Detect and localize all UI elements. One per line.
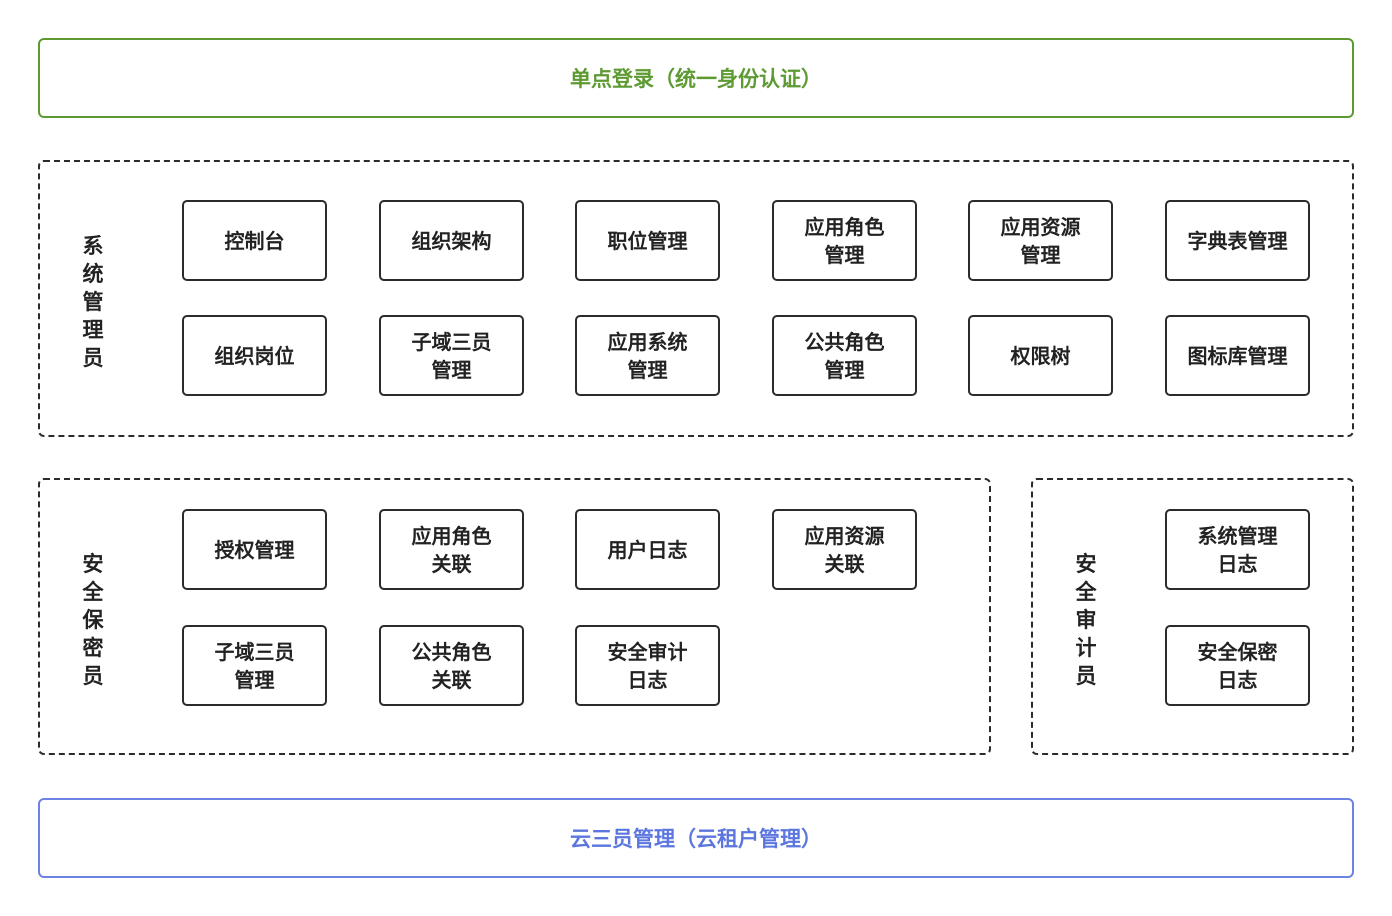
system-admin-role-label: 系 统 管 理 员 xyxy=(82,234,104,370)
node-permission-tree: 权限树 xyxy=(968,315,1113,396)
node-security-secrecy-log: 安全保密 日志 xyxy=(1165,625,1310,706)
node-authorization-mgmt: 授权管理 xyxy=(182,509,327,590)
node-user-log: 用户日志 xyxy=(575,509,720,590)
node-position-mgmt: 职位管理 xyxy=(575,200,720,281)
sso-label: 单点登录（统一身份认证） xyxy=(570,67,822,91)
security-officer-role-label: 安 全 保 密 员 xyxy=(82,552,104,688)
node-public-role-link: 公共角色 关联 xyxy=(379,625,524,706)
cloud-three-admin-label: 云三员管理（云租户管理） xyxy=(570,827,822,851)
node-app-role-link: 应用角色 关联 xyxy=(379,509,524,590)
node-app-system-mgmt: 应用系统 管理 xyxy=(575,315,720,396)
node-app-role-mgmt: 应用角色 管理 xyxy=(772,200,917,281)
node-security-audit-log: 安全审计 日志 xyxy=(575,625,720,706)
node-icon-library-mgmt: 图标库管理 xyxy=(1165,315,1310,396)
node-org-structure: 组织架构 xyxy=(379,200,524,281)
node-app-resource-link: 应用资源 关联 xyxy=(772,509,917,590)
node-org-post: 组织岗位 xyxy=(182,315,327,396)
node-console: 控制台 xyxy=(182,200,327,281)
system-admin-group: 系 统 管 理 员 xyxy=(38,160,1354,437)
security-auditor-group: 安 全 审 计 员 xyxy=(1031,478,1354,755)
node-dictionary-mgmt: 字典表管理 xyxy=(1165,200,1310,281)
sso-bar: 单点登录（统一身份认证） xyxy=(38,38,1354,118)
node-subdomain-three-mgmt-2: 子域三员 管理 xyxy=(182,625,327,706)
node-system-mgmt-log: 系统管理 日志 xyxy=(1165,509,1310,590)
cloud-three-admin-bar: 云三员管理（云租户管理） xyxy=(38,798,1354,878)
node-subdomain-three-mgmt: 子域三员 管理 xyxy=(379,315,524,396)
node-public-role-mgmt: 公共角色 管理 xyxy=(772,315,917,396)
security-officer-group: 安 全 保 密 员 xyxy=(38,478,991,755)
security-auditor-role-label: 安 全 审 计 员 xyxy=(1075,552,1097,688)
node-app-resource-mgmt: 应用资源 管理 xyxy=(968,200,1113,281)
